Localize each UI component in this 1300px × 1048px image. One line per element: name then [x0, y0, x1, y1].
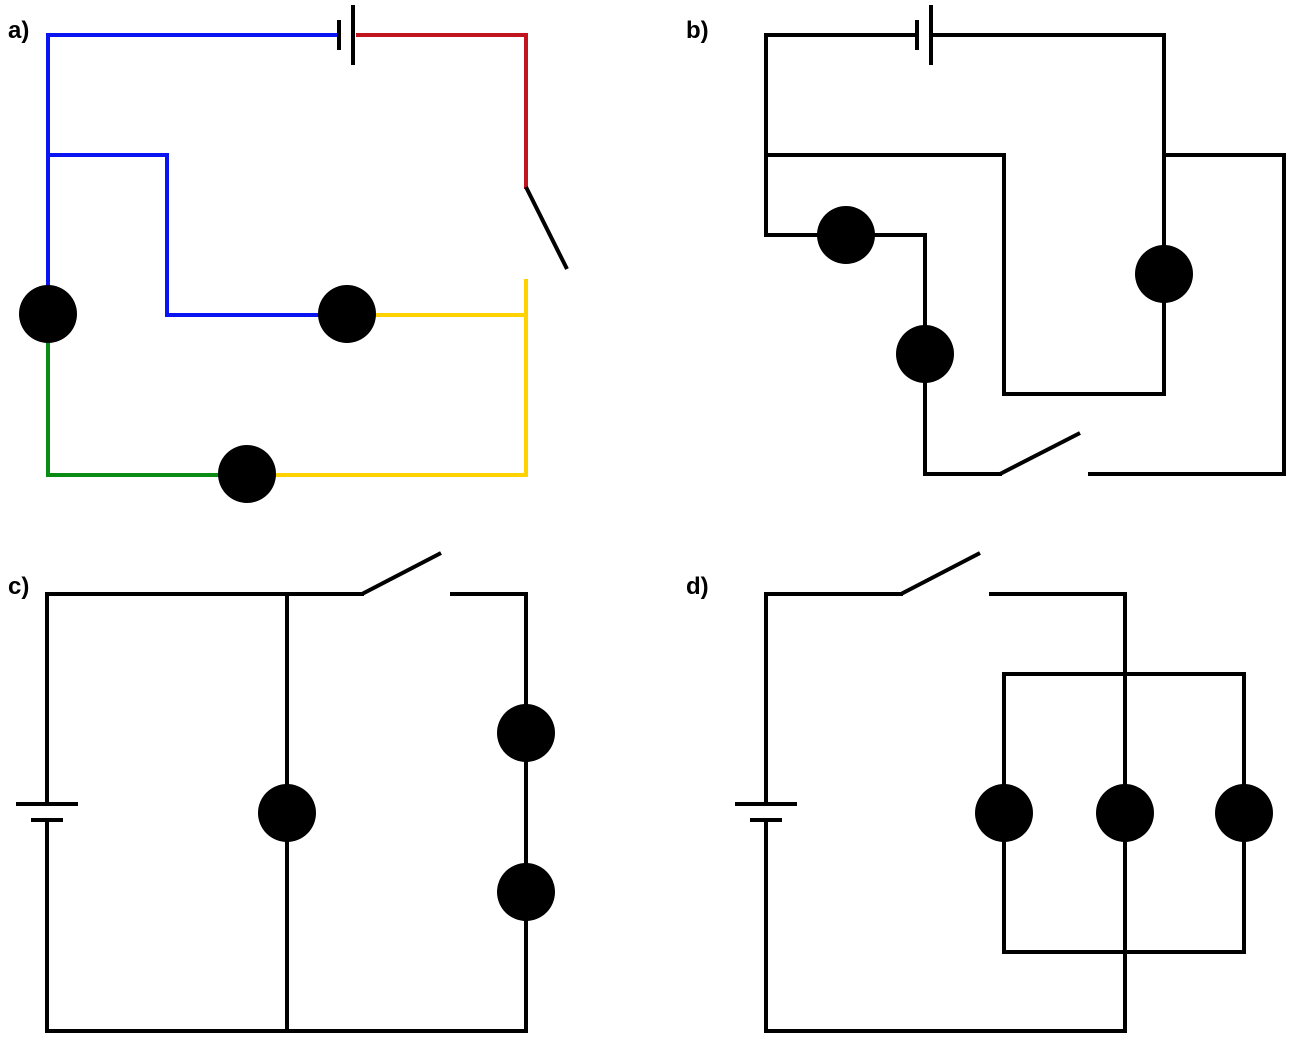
- battery: [735, 802, 797, 822]
- lamp-bulb: [258, 784, 316, 842]
- switch: [524, 186, 569, 270]
- wire-yellow: [274, 279, 528, 477]
- wire-blue: [46, 33, 341, 317]
- switch: [999, 431, 1081, 476]
- battery: [16, 802, 78, 822]
- circuit-b: b): [686, 5, 1286, 476]
- lamp-bulb: [218, 445, 276, 503]
- panel-label-b: b): [686, 17, 709, 44]
- switch: [900, 551, 981, 596]
- lamp-bulb: [1215, 784, 1273, 842]
- panel-label-d: d): [686, 573, 709, 600]
- circuit-d: d): [686, 551, 1273, 1033]
- wire: [45, 592, 528, 1033]
- lamp-bulb: [817, 206, 875, 264]
- wire: [764, 33, 1286, 476]
- circuit-a: a): [8, 5, 569, 503]
- wire-green: [46, 341, 220, 477]
- lamp-bulb: [497, 704, 555, 762]
- wire: [764, 592, 1246, 1033]
- lamp-bulb: [896, 325, 954, 383]
- lamp-bulb: [318, 285, 376, 343]
- panel-label-a: a): [8, 17, 29, 44]
- lamp-bulb: [975, 784, 1033, 842]
- lamp-bulb: [19, 285, 77, 343]
- battery: [915, 5, 933, 65]
- lamp-bulb: [1096, 784, 1154, 842]
- switch: [361, 551, 442, 596]
- panel-label-c: c): [8, 573, 29, 600]
- lamp-bulb: [497, 863, 555, 921]
- battery: [337, 5, 355, 65]
- wire-red: [356, 33, 528, 189]
- lamp-bulb: [1135, 245, 1193, 303]
- circuit-c: c): [8, 551, 555, 1033]
